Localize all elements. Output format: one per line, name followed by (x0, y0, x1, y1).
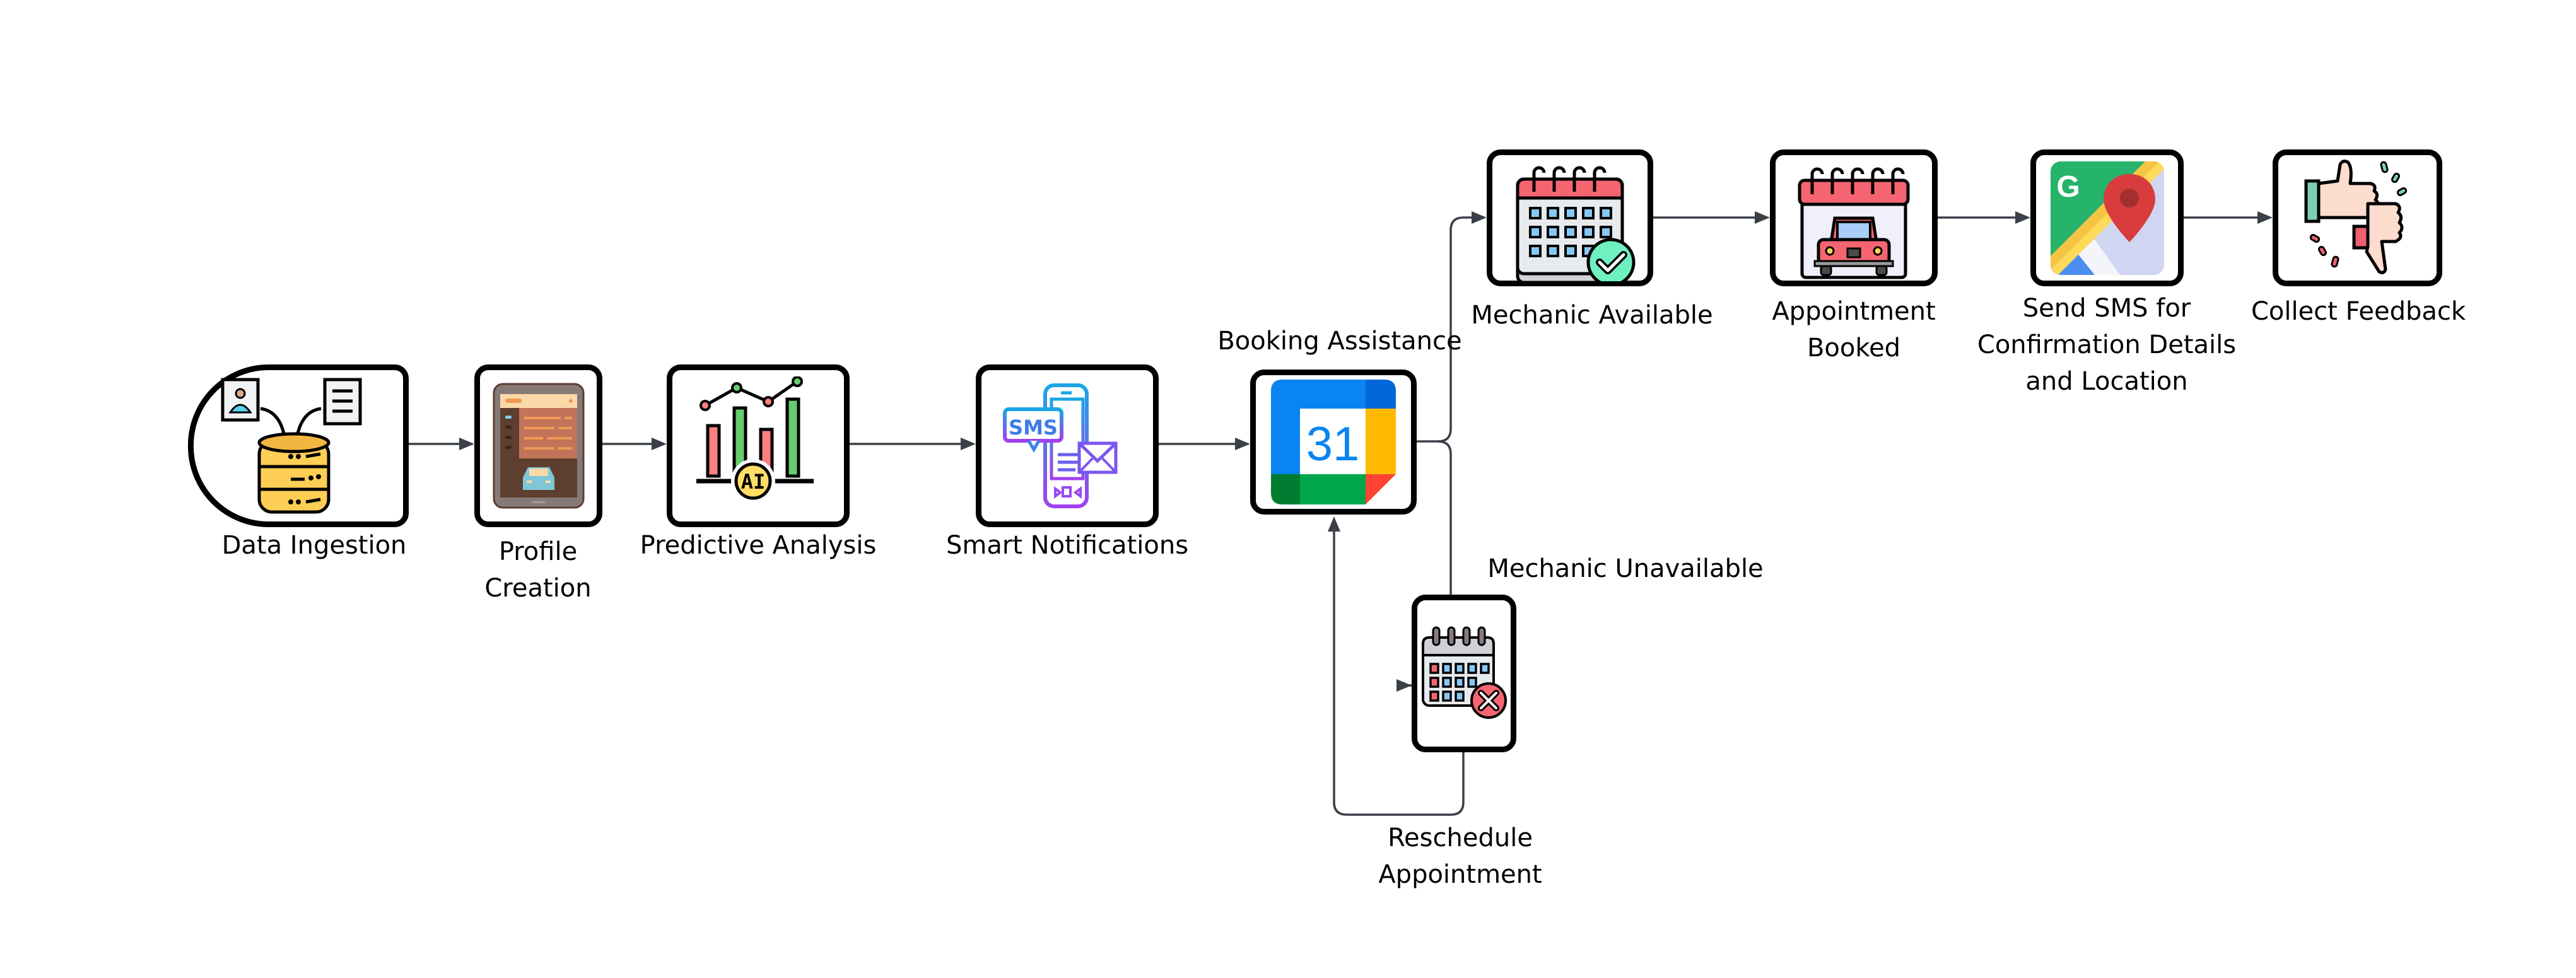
node-profile-creation[interactable] (474, 364, 602, 527)
arrowhead (1755, 211, 1770, 224)
ai-badge-text: AI (741, 470, 766, 494)
label-data-ingestion: Data Ingestion (221, 531, 407, 560)
google-calendar-icon: 31 (1271, 380, 1396, 504)
edge-booking-to-mechanic-available (1416, 216, 1474, 443)
label-smart-notifications: Smart Notifications (946, 531, 1189, 560)
node-send-sms[interactable]: G (2030, 149, 2184, 286)
label-send-sms: Send SMS for Confirmation Details and Lo… (1977, 290, 2236, 400)
arrowhead (459, 438, 474, 450)
label-line: Creation (484, 574, 592, 603)
thumbs-up-down-icon (2304, 159, 2407, 274)
node-collect-feedback[interactable] (2273, 149, 2442, 286)
label-line: Reschedule (1388, 824, 1533, 853)
node-data-ingestion[interactable] (188, 364, 409, 527)
node-predictive-analysis[interactable]: AI (667, 364, 850, 527)
calendar-cross-icon (1422, 626, 1507, 719)
label-collect-feedback: Collect Feedback (2251, 297, 2466, 326)
arrowhead (1235, 438, 1250, 450)
edge-reschedule-to-booking (1333, 530, 1465, 816)
label-mechanic-unavailable: Mechanic Unavailable (1487, 554, 1764, 583)
arrowhead (1396, 679, 1412, 692)
label-line: Confirmation Details (1977, 330, 2237, 359)
sms-phone-email-icon: SMS (1003, 383, 1118, 508)
label-mechanic-available: Mechanic Available (1471, 301, 1713, 330)
node-smart-notifications[interactable]: SMS (976, 364, 1159, 527)
calendar-check-icon (1516, 166, 1636, 281)
node-appointment-booked[interactable] (1770, 149, 1938, 286)
label-line: Send SMS for (2022, 294, 2191, 323)
label-reschedule-appointment: Reschedule Appointment (1378, 820, 1542, 893)
database-with-profile-and-document-icon (221, 378, 362, 514)
arrowhead (961, 438, 976, 450)
sms-icon-text: SMS (1009, 416, 1058, 440)
label-booking-assistance: Booking Assistance (1217, 327, 1462, 356)
arrowhead (652, 438, 667, 450)
node-booking-assistance[interactable]: 31 (1250, 370, 1417, 515)
label-line: and Location (2025, 367, 2188, 396)
label-line: Profile (498, 537, 578, 566)
tablet-car-profile-icon (493, 383, 584, 509)
label-predictive-analysis: Predictive Analysis (640, 531, 877, 560)
label-profile-creation: Profile Creation (484, 533, 591, 607)
label-line: Appointment (1772, 297, 1936, 326)
google-g-letter: G (2056, 170, 2080, 204)
arrowhead (2257, 211, 2273, 224)
label-line: Booked (1806, 334, 1901, 363)
calendar-day-number: 31 (1306, 417, 1360, 471)
calendar-car-icon (1798, 167, 1910, 279)
arrowhead (1328, 516, 1340, 532)
arrowhead (2015, 211, 2030, 224)
node-mechanic-unavailable[interactable] (1412, 595, 1516, 752)
label-appointment-booked: Appointment Booked (1772, 293, 1935, 366)
node-mechanic-available[interactable] (1487, 149, 1653, 286)
arrowhead (1472, 211, 1487, 224)
ai-bar-chart-icon: AI (696, 376, 814, 503)
google-maps-pin-icon: G (2050, 161, 2164, 275)
label-line: Appointment (1378, 860, 1542, 889)
